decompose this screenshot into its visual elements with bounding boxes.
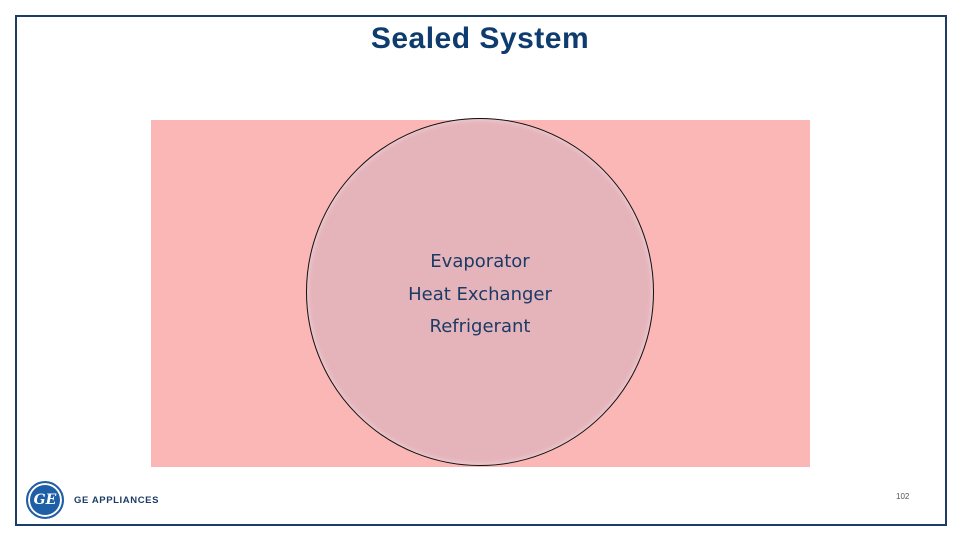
logo-text: GE APPLIANCES [74, 494, 160, 506]
circle-item-refrigerant: Refrigerant [429, 316, 531, 337]
slide-title: Sealed System [370, 22, 590, 55]
sealed-system-circle [306, 118, 654, 466]
page-number: 102 [896, 492, 910, 501]
circle-item-list: Evaporator Heat Exchanger Refrigerant [306, 246, 654, 344]
circle-item-heat-exchanger: Heat Exchanger [408, 283, 552, 305]
ge-appliances-logo: GE GE APPLIANCES [26, 481, 159, 519]
circle-item-evaporator: Evaporator [430, 251, 530, 272]
ge-monogram-icon: GE [26, 481, 64, 519]
